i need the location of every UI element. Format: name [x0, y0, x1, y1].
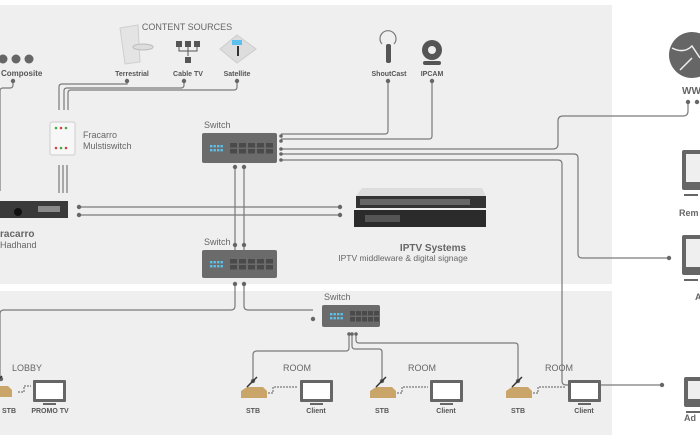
www-label: WWW: [682, 86, 700, 97]
remote-label: Rem: [679, 208, 699, 218]
stb-label: STB: [511, 408, 525, 415]
network-switch-2: Switch: [202, 237, 277, 278]
switch-label: Switch: [204, 237, 231, 247]
room-2: ROOM STB Client: [370, 363, 463, 415]
iptv-subtitle: IPTV middleware & digital signage: [338, 253, 468, 263]
shoutcast-label: ShoutCast: [372, 71, 408, 78]
network-switch-3: Switch: [322, 292, 380, 327]
lobby-stb-label: STB: [2, 408, 16, 415]
monitor-icon: [682, 235, 700, 281]
room-label: ROOM: [283, 363, 311, 373]
ipcam-icon: [422, 40, 442, 65]
set-top-box-icon: [370, 376, 396, 398]
room-1: ROOM STB Client: [241, 363, 333, 415]
client-label: Client: [574, 408, 594, 415]
www-globe-icon: [669, 32, 700, 78]
headend-device-icon: [0, 201, 68, 218]
network-switch-1: Switch: [202, 120, 277, 163]
client-tv-icon: [568, 380, 601, 405]
monitor-icon: [682, 150, 700, 196]
content-sources-title: CONTENT SOURCES: [142, 22, 232, 32]
stb-label: STB: [246, 408, 260, 415]
headend-label-1: racarro: [0, 229, 34, 240]
cable-tv-label: Cable TV: [173, 71, 203, 78]
room-label: ROOM: [408, 363, 436, 373]
multiswitch-device-icon: [49, 121, 76, 156]
promo-tv-label: PROMO TV: [31, 408, 69, 415]
satellite-dish-icon: [219, 34, 257, 64]
stb-label: STB: [375, 408, 389, 415]
composite-icon: [0, 54, 34, 64]
multiswitch-label-1: Fracarro: [83, 130, 117, 140]
client-label: Client: [436, 408, 456, 415]
app-label: A: [695, 292, 700, 302]
room-label: ROOM: [545, 363, 573, 373]
source-cables: [0, 81, 689, 386]
switch-label: Switch: [204, 120, 231, 130]
cable-tv-icon: [176, 41, 200, 63]
admin-label: Ad: [684, 413, 696, 423]
headend-label-2: Hadhand: [0, 240, 37, 250]
lobby-devices: [0, 375, 66, 405]
bottom-panel: [0, 291, 612, 435]
client-tv-icon: [300, 380, 333, 405]
client-label: Client: [306, 408, 326, 415]
room-3: ROOM STB Client: [506, 363, 601, 415]
iptv-server-icon: [354, 188, 486, 227]
satellite-label: Satellite: [224, 71, 251, 78]
ipcam-label: IPCAM: [421, 71, 444, 78]
multiswitch-label-2: Mulstiswitch: [83, 141, 132, 151]
terrestrial-label: Terrestrial: [115, 71, 149, 78]
client-tv-icon: [430, 380, 463, 405]
monitor-icon: [684, 377, 700, 413]
set-top-box-icon: [506, 376, 532, 398]
lobby-label: LOBBY: [12, 363, 42, 373]
composite-label: Composite: [1, 69, 43, 78]
iptv-title: IPTV Systems: [400, 243, 467, 254]
terrestrial-antenna-icon: [119, 24, 154, 65]
shoutcast-icon: [379, 30, 397, 63]
set-top-box-icon: [241, 376, 267, 398]
switch-label: Switch: [324, 292, 351, 302]
top-panel: [0, 5, 612, 284]
